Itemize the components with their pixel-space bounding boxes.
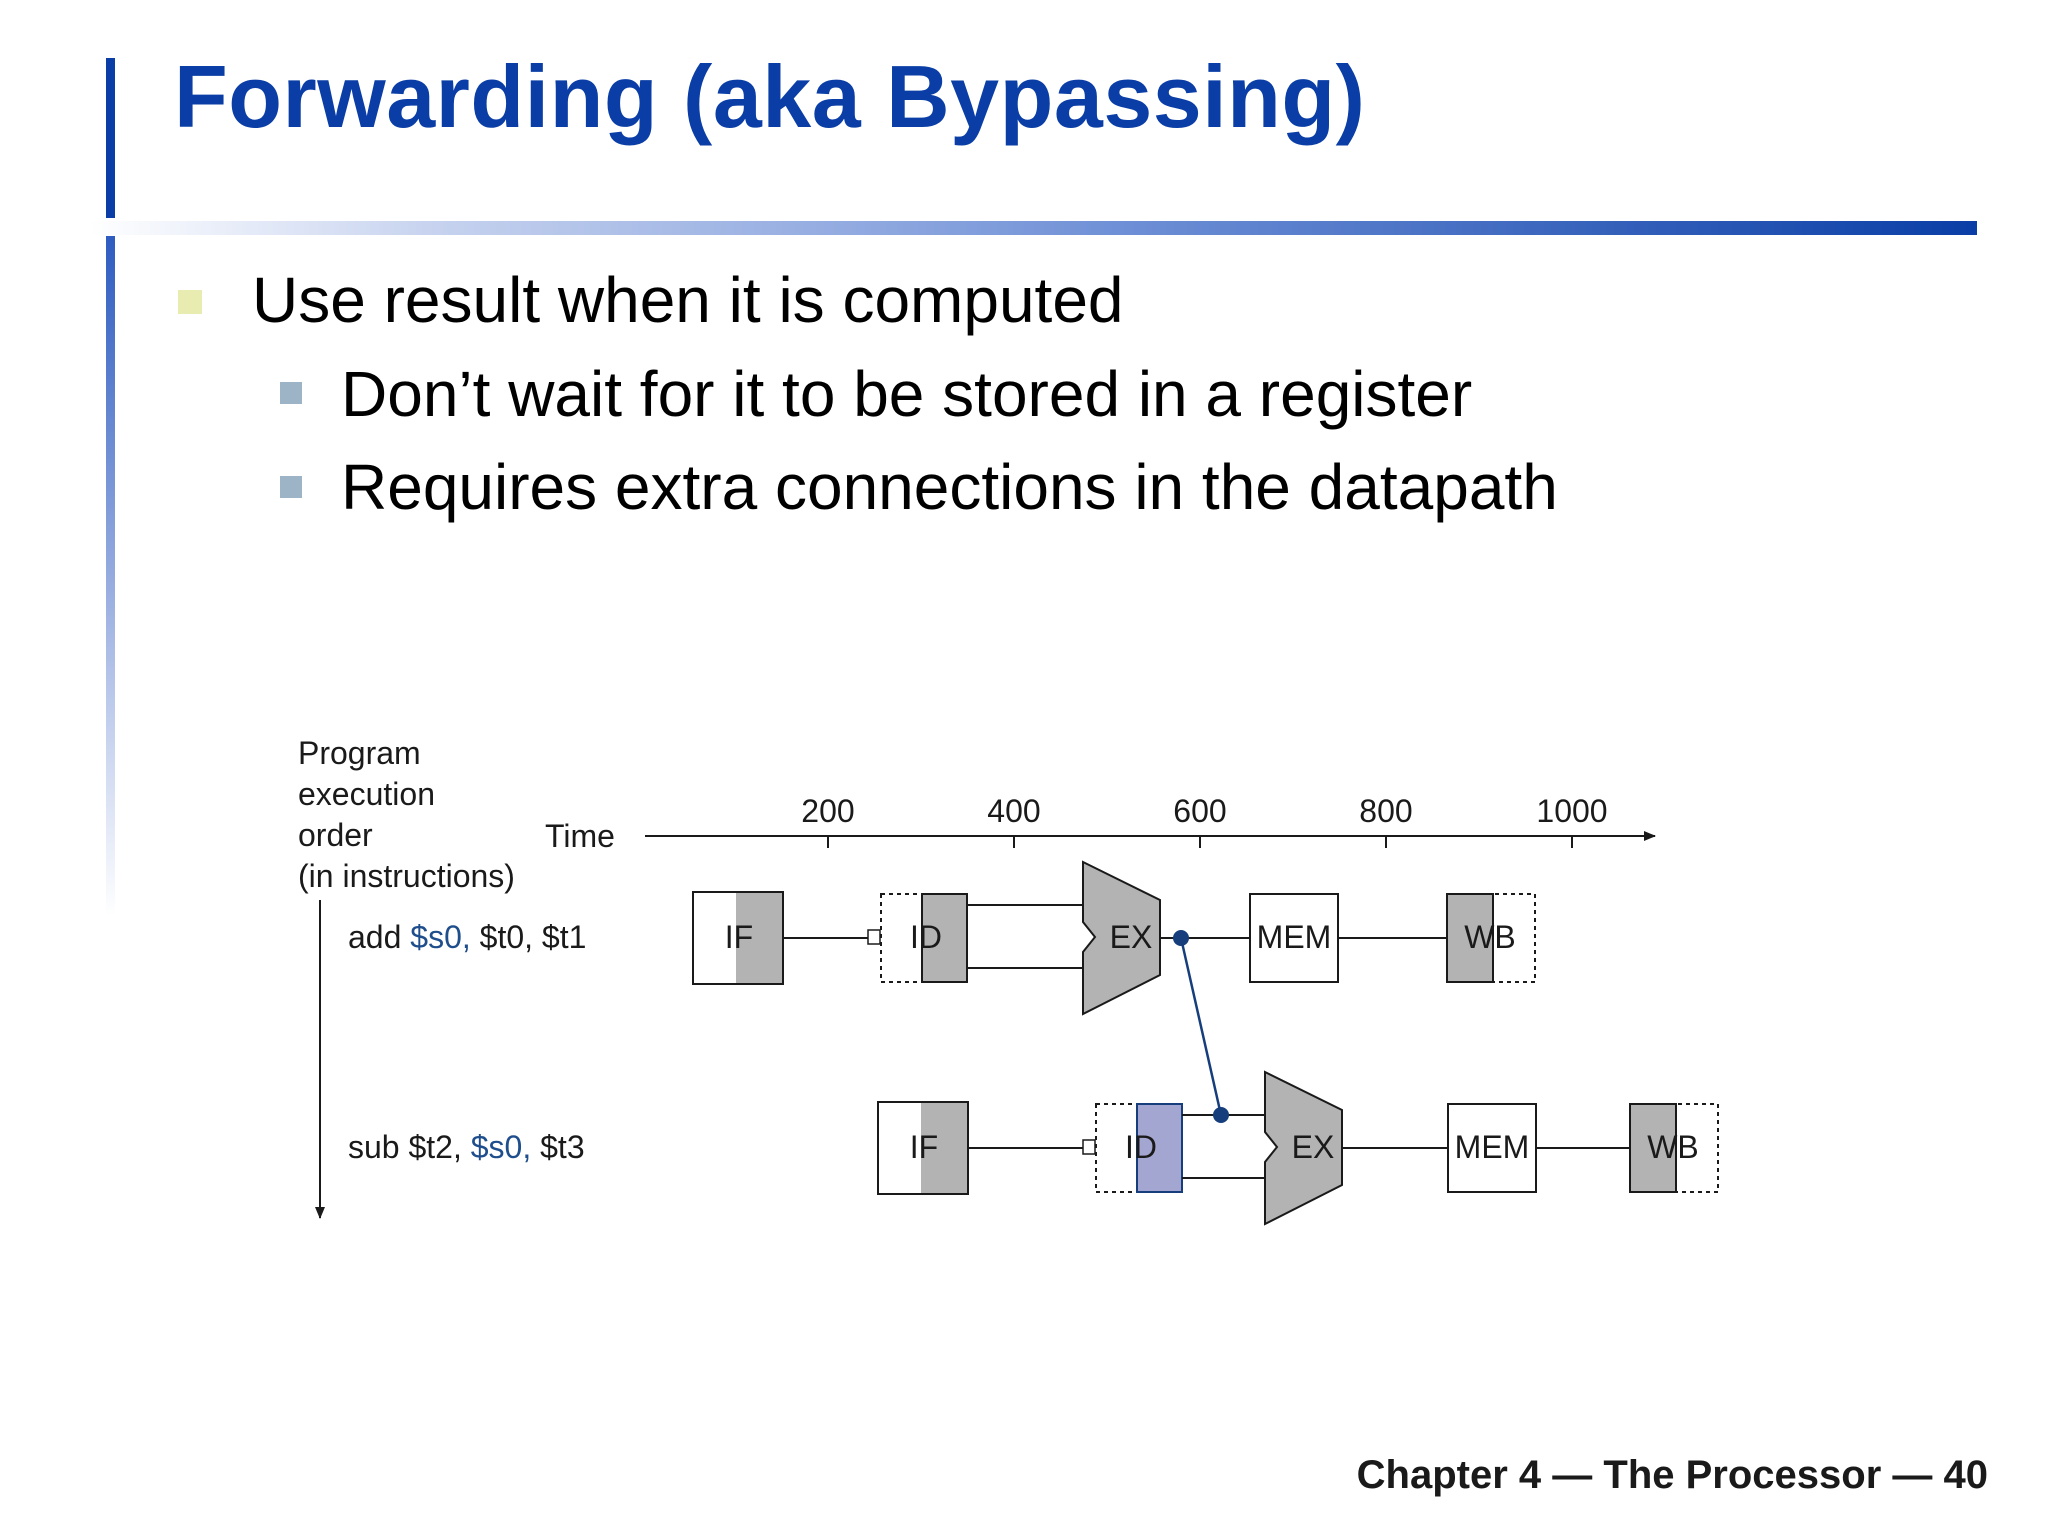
forwarding-target-dot <box>1213 1107 1229 1123</box>
time-tick-label: 600 <box>1173 793 1226 829</box>
pipeline-row-add: IF ID EX MEM WB <box>692 860 1536 1016</box>
stage-ex-alu <box>1264 1070 1343 1226</box>
instruction-text: sub $t2, <box>348 1129 471 1165</box>
stage-wb-label: WB <box>1647 1129 1699 1165</box>
sub-bullet-marker <box>280 382 302 404</box>
stage-wb-shade <box>1446 893 1494 983</box>
instruction-text: $t3 <box>531 1129 584 1165</box>
instruction-label-add: add $s0, $t0, $t1 <box>348 919 586 955</box>
pipeline-latch-tab <box>1082 1139 1096 1155</box>
order-label-line: Program <box>298 735 421 771</box>
highlighted-register: $s0, <box>410 919 470 955</box>
sub-bullet-marker <box>280 476 302 498</box>
order-label-line: order <box>298 817 373 853</box>
pipeline-row-sub: IF ID EX MEM WB <box>877 1070 1719 1226</box>
stage-mem-label: MEM <box>1257 919 1332 955</box>
side-accent-bar <box>106 236 115 916</box>
time-tick-label: 200 <box>801 793 854 829</box>
time-label: Time <box>545 818 615 854</box>
stage-ex-label: EX <box>1292 1129 1335 1165</box>
slide-footer: Chapter 4 — The Processor — 40 <box>1356 1453 1988 1497</box>
forwarding-source-dot <box>1173 930 1189 946</box>
time-tick-label: 1000 <box>1536 793 1607 829</box>
bullet-item: Use result when it is computed <box>252 264 1124 336</box>
forwarding-path <box>1173 930 1229 1123</box>
stage-wb-shade <box>1629 1103 1677 1193</box>
time-ticks: 200 400 600 800 1000 <box>801 793 1608 848</box>
stage-if-label: IF <box>910 1129 938 1165</box>
forwarding-line <box>1179 937 1223 1116</box>
stage-id-forward-target <box>1136 1103 1183 1193</box>
instruction-label-sub: sub $t2, $s0, $t3 <box>348 1129 585 1165</box>
stage-wb-label: WB <box>1464 919 1516 955</box>
instruction-text: add <box>348 919 410 955</box>
stage-if-label: IF <box>725 919 753 955</box>
stage-id-label: ID <box>910 919 942 955</box>
stage-ex-alu <box>1082 860 1161 1016</box>
stage-id-label: ID <box>1125 1129 1157 1165</box>
title-accent-bar <box>106 58 115 218</box>
stage-if-shade <box>921 1103 967 1193</box>
title-divider <box>90 221 1977 235</box>
stage-ex-label: EX <box>1110 919 1153 955</box>
order-label-line: (in instructions) <box>298 858 515 894</box>
pipeline-latch-tab <box>867 929 881 945</box>
bullet-marker <box>178 290 202 314</box>
stage-mem-box <box>1249 893 1339 983</box>
time-tick-label: 400 <box>987 793 1040 829</box>
order-label-line: execution <box>298 776 435 812</box>
stage-mem-box <box>1447 1103 1537 1193</box>
time-tick-label: 800 <box>1359 793 1412 829</box>
highlighted-register: $s0, <box>471 1129 531 1165</box>
instruction-text: $t0, $t1 <box>471 919 587 955</box>
order-label: Program execution order (in instructions… <box>298 735 515 894</box>
sub-bullet-item: Don’t wait for it to be stored in a regi… <box>341 358 1473 430</box>
stage-if-shade <box>736 893 782 983</box>
sub-bullet-item: Requires extra connections in the datapa… <box>341 451 1558 523</box>
stage-id-shade <box>921 893 968 983</box>
slide-title: Forwarding (aka Bypassing) <box>174 47 1366 146</box>
stage-mem-label: MEM <box>1455 1129 1530 1165</box>
